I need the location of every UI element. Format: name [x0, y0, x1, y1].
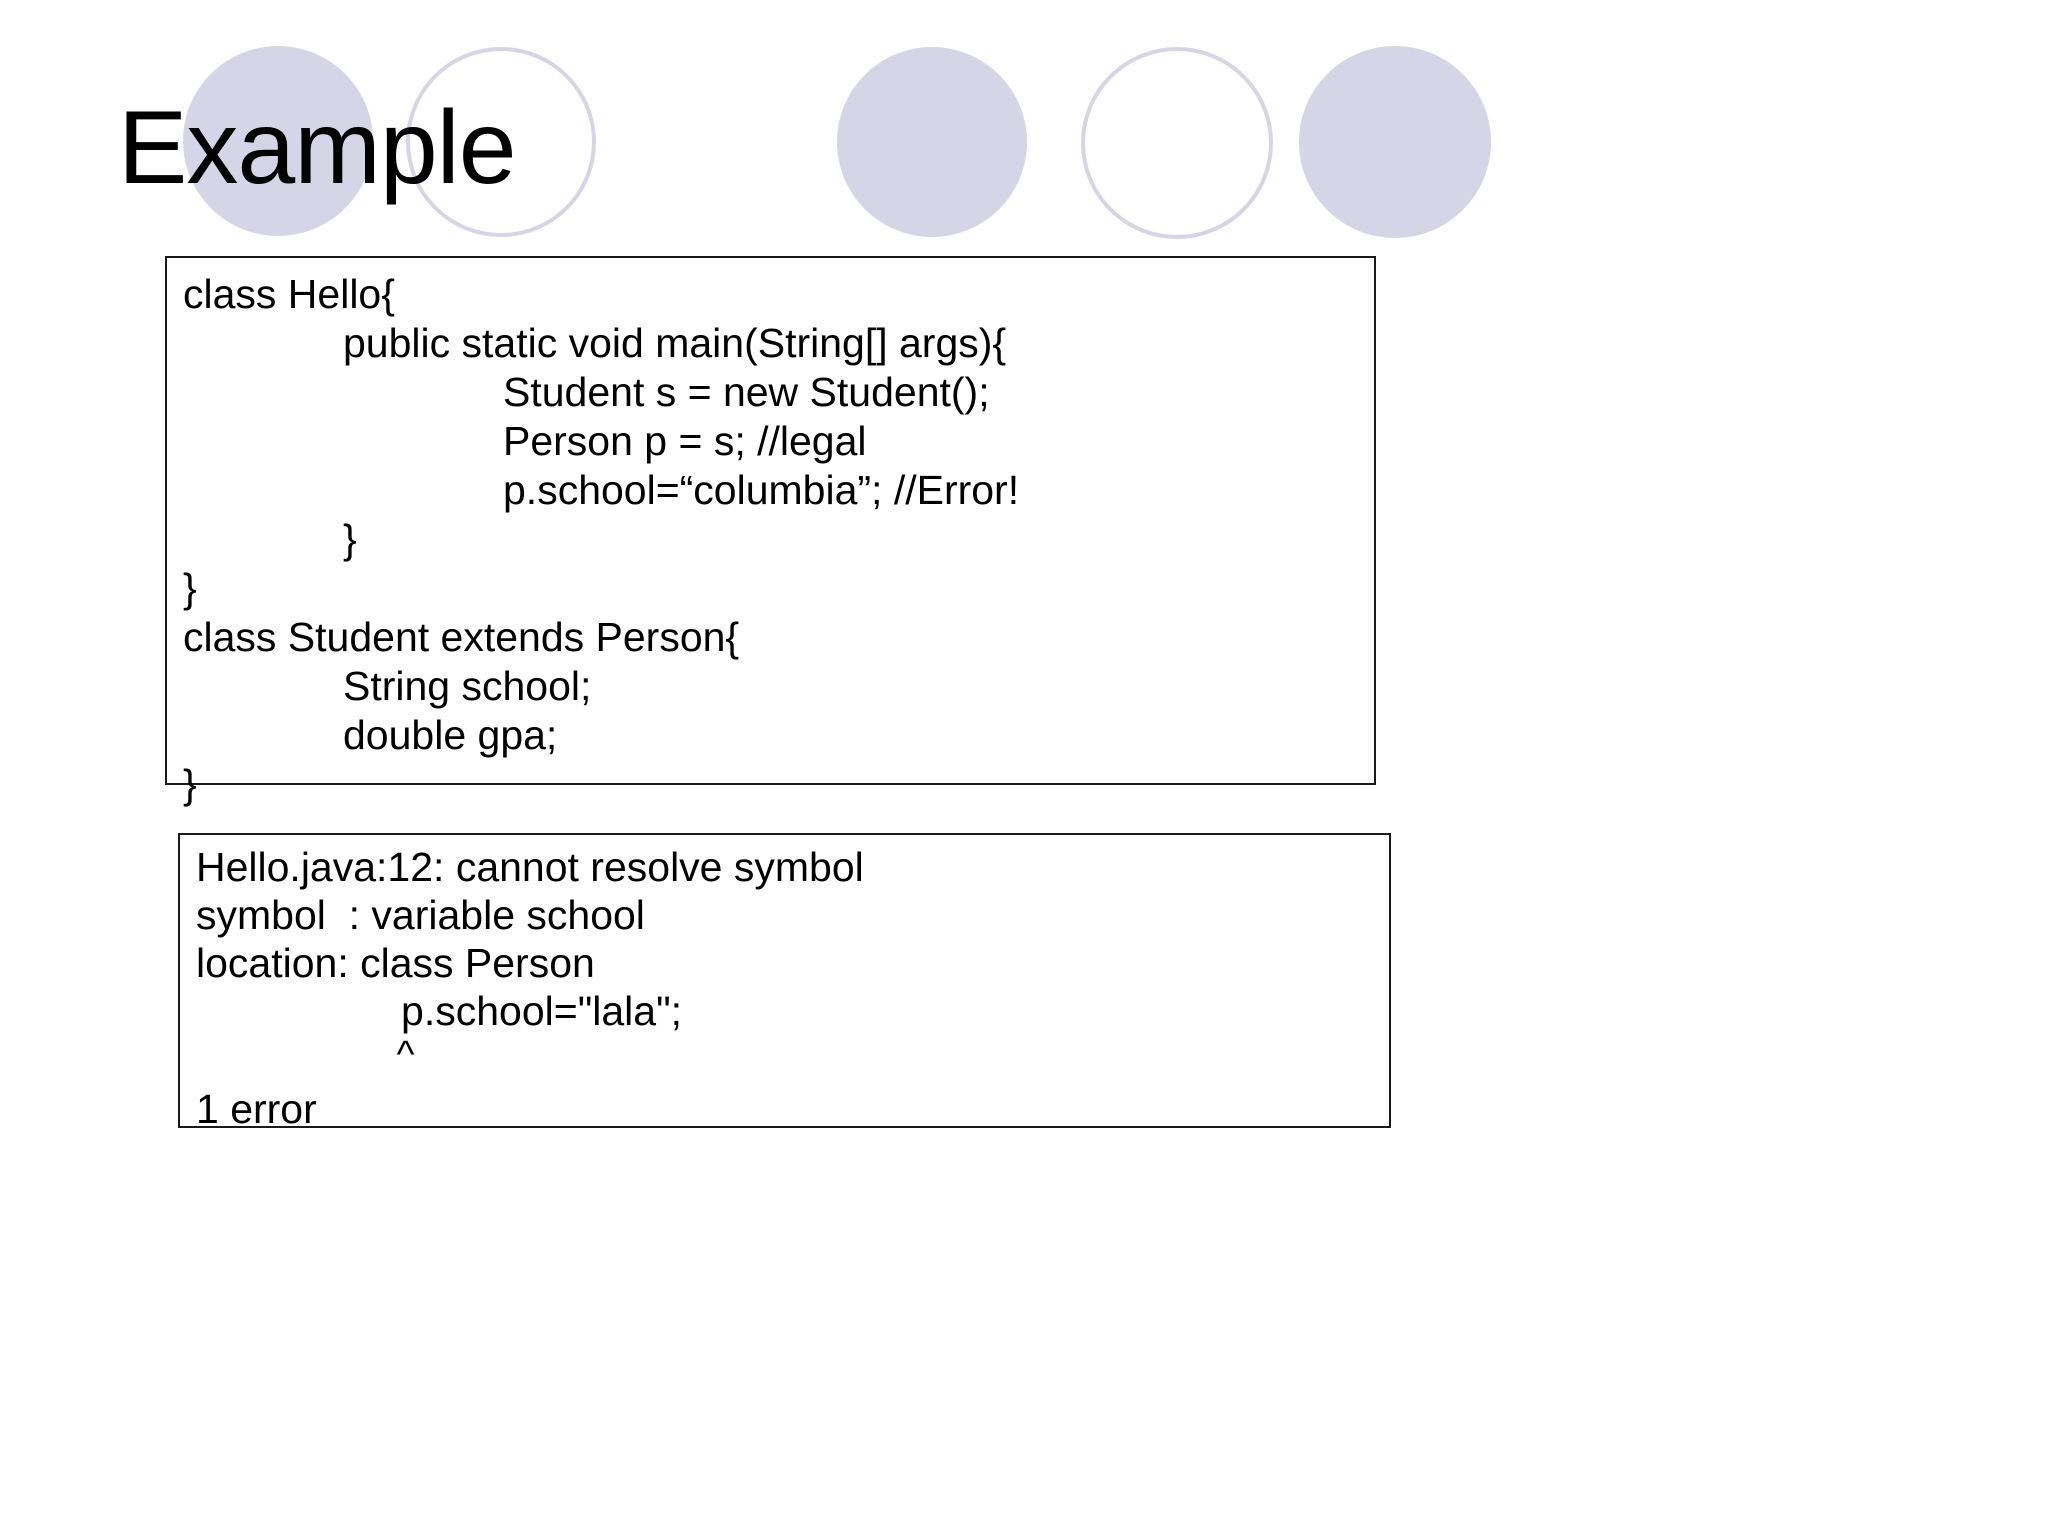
code-line: }	[183, 761, 197, 807]
output-line: ^	[196, 1034, 415, 1076]
code-snippet-box: class Hello{public static void main(Stri…	[165, 256, 1376, 807]
code-line: Student s = new Student();	[503, 369, 990, 415]
code-line: String school;	[343, 663, 592, 709]
code-line: double gpa;	[343, 712, 558, 758]
code-line: public static void main(String[] args){	[343, 320, 1007, 366]
code-line: }	[343, 516, 357, 562]
output-line: 1 error	[196, 1086, 317, 1132]
circle-3-decoration-icon	[837, 47, 1027, 237]
code-line: }	[183, 565, 197, 611]
code-snippet-lines: class Hello{public static void main(Stri…	[183, 270, 1370, 809]
output-line: Hello.java:12: cannot resolve symbol	[196, 844, 864, 890]
output-line: symbol : variable school	[196, 892, 645, 938]
code-line: Person p = s; //legal	[503, 418, 867, 464]
circle-5-decoration-icon	[1299, 46, 1491, 238]
circle-4-decoration-icon	[1081, 47, 1273, 239]
code-line: class Student extends Person{	[183, 614, 740, 660]
code-line: class Hello{	[183, 271, 395, 317]
code-line: p.school=“columbia”; //Error!	[503, 467, 1020, 513]
output-line: location: class Person	[196, 940, 595, 986]
output-line: p.school="lala";	[196, 988, 683, 1034]
page-title: Example	[118, 90, 517, 206]
